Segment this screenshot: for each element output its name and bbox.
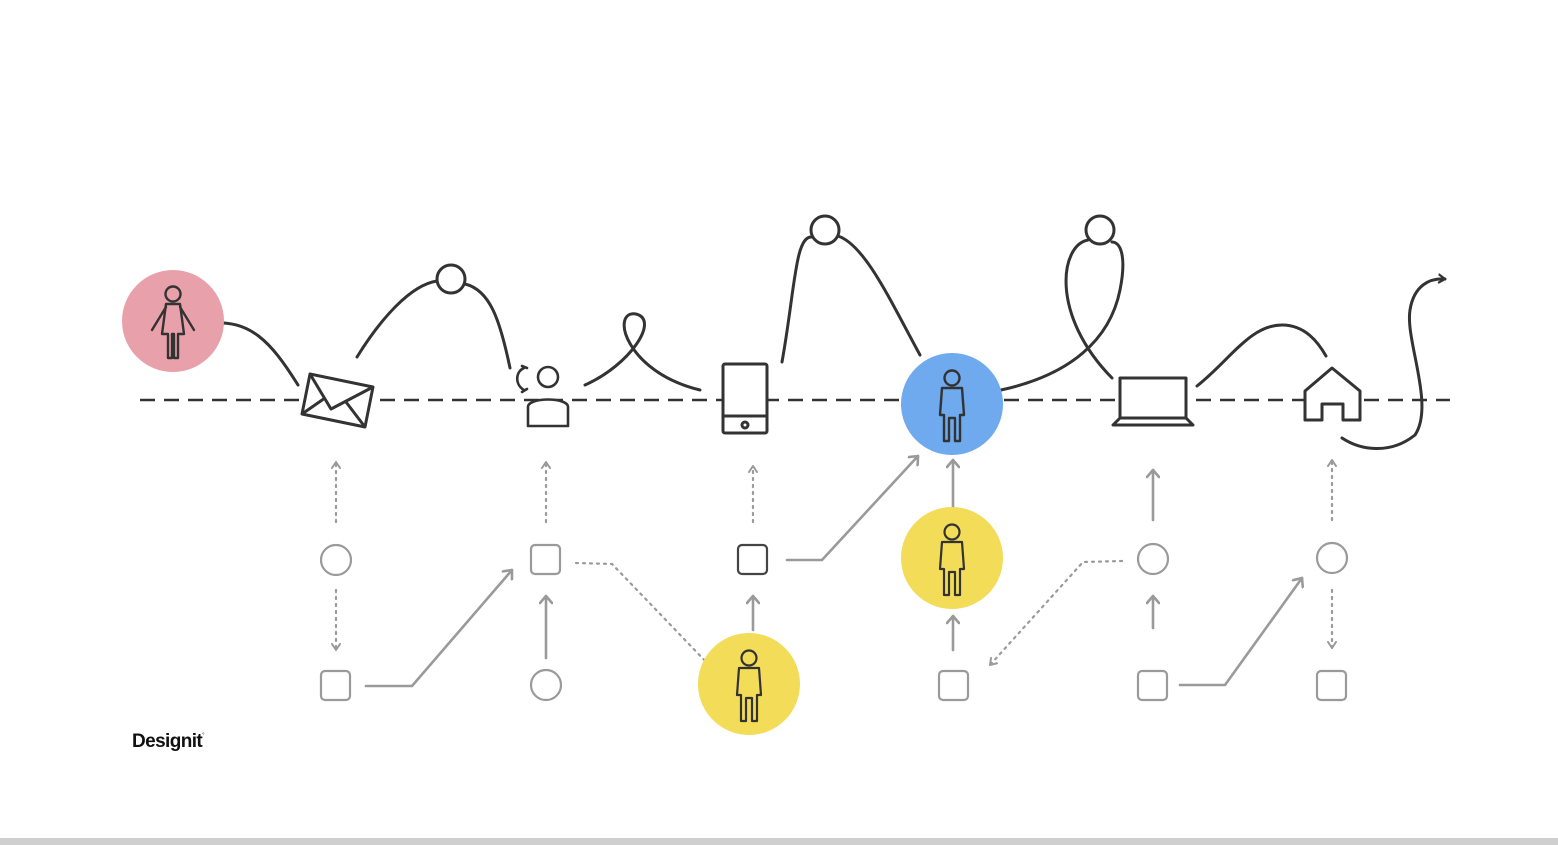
journey-moment-node <box>1084 214 1116 246</box>
circle-node <box>529 668 563 702</box>
journey-moment-node <box>435 263 467 295</box>
logo-mark: ° <box>202 733 204 739</box>
square-node <box>736 543 769 576</box>
smartphone-icon <box>721 362 769 435</box>
staff-circle <box>901 507 1003 609</box>
square-node <box>937 669 970 702</box>
circle-node <box>319 543 353 577</box>
house-icon <box>1303 366 1362 422</box>
backstage-dotted-connectors <box>331 458 1337 668</box>
person-icon <box>938 369 966 443</box>
backstage-nodes <box>319 541 1349 702</box>
customer-circle <box>122 270 224 372</box>
square-node <box>319 669 352 702</box>
person-icon <box>938 523 966 597</box>
person-icon <box>735 649 763 723</box>
laptop-icon <box>1111 376 1195 427</box>
phone-agent-icon <box>515 364 570 428</box>
square-node <box>1315 669 1348 702</box>
backstage-solid-connectors <box>364 454 1302 688</box>
footer-bar <box>0 838 1558 845</box>
journey-moment-node <box>809 214 841 246</box>
designit-logo: Designit° <box>132 731 205 753</box>
logo-text: Designit <box>132 731 203 752</box>
circle-node <box>1136 542 1170 576</box>
circle-node <box>1315 541 1349 575</box>
envelope-icon <box>300 372 375 429</box>
square-node <box>1136 669 1169 702</box>
customer-journey-path <box>208 214 1447 450</box>
square-node <box>529 543 562 576</box>
staff-circle <box>698 633 800 735</box>
woman-icon <box>150 285 196 360</box>
agent-circle <box>901 353 1003 455</box>
